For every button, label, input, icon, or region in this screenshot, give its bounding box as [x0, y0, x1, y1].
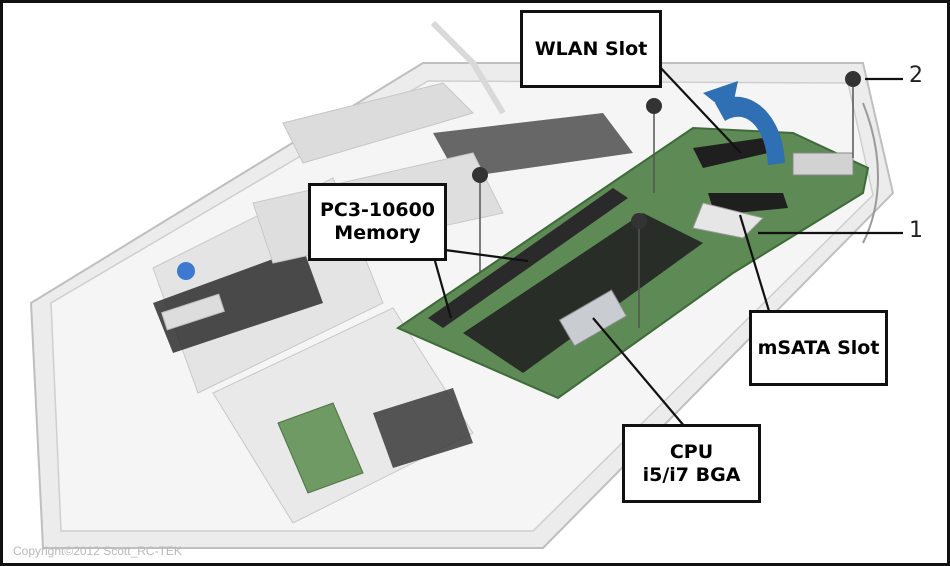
screw-icon: [845, 71, 861, 158]
cpu-text-line1: CPU: [669, 440, 714, 463]
leader-lines: [433, 64, 903, 428]
callout-number-1: 1: [909, 218, 923, 243]
memory-text-line1: PC3-10600: [319, 199, 436, 221]
cpu-text-line2: i5/i7 BGA: [642, 463, 741, 486]
msata-slot-text: mSATA Slot: [757, 336, 880, 359]
memory-label: PC3-10600 Memory: [308, 183, 447, 261]
screw-icon: [472, 167, 488, 273]
laptop-illustration: [29, 20, 903, 549]
callout-number-2: 2: [909, 63, 923, 88]
cpu-label: CPU i5/i7 BGA: [622, 424, 761, 503]
motherboard: [395, 126, 870, 400]
wlan-slot-text: WLAN Slot: [534, 37, 648, 60]
screw-icon: [631, 213, 647, 328]
lift-arrow-icon: [703, 81, 785, 165]
memory-text-line2: Memory: [334, 222, 421, 244]
wlan-slot-label: WLAN Slot: [520, 10, 662, 88]
screw-icon: [646, 98, 662, 193]
screws: [472, 71, 861, 328]
copyright-text: Copyright©2012 Scott_RC-TEK: [13, 544, 182, 558]
msata-slot-label: mSATA Slot: [749, 310, 888, 386]
